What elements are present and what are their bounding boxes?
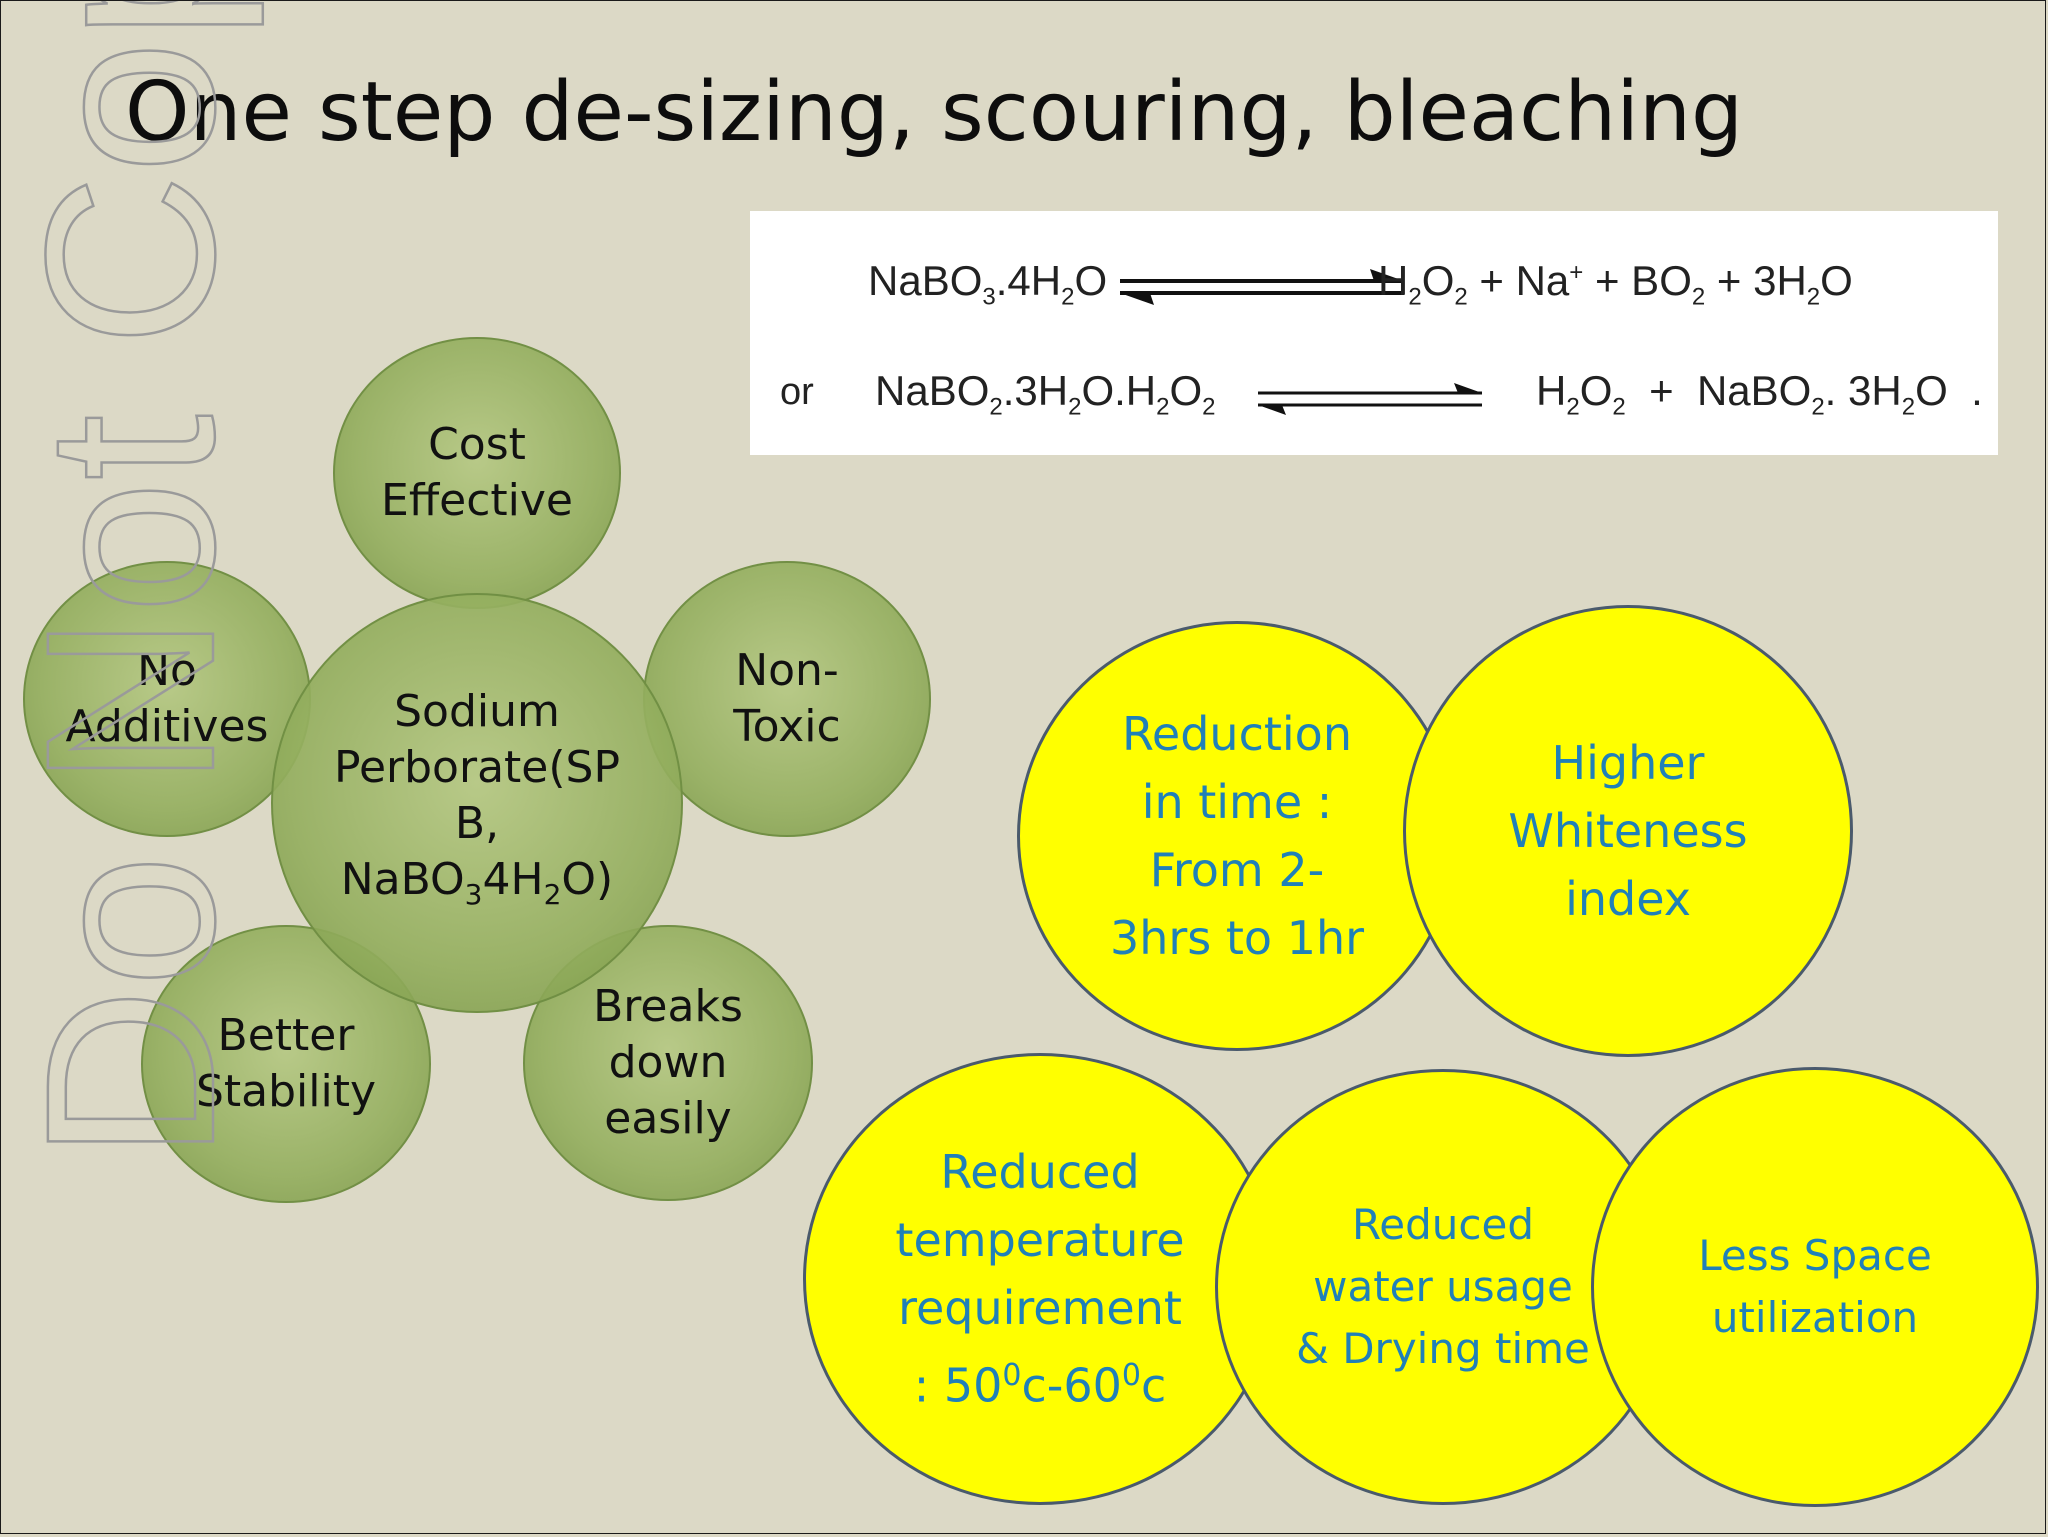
property-center-sodium-perborate: Sodium Perborate(SP B, NaBO34H2O) xyxy=(271,593,683,1013)
property-breaks-down-easily: Breaks down easily xyxy=(523,925,813,1201)
slide-title: One step de-sizing, scouring, bleaching xyxy=(125,65,1744,160)
benefit-reduction-in-time: Reduction in time : From 2- 3hrs to 1hr xyxy=(1017,621,1457,1051)
benefit-higher-whiteness-index: Higher Whiteness index xyxy=(1403,605,1853,1057)
property-non-toxic: Non- Toxic xyxy=(643,561,931,837)
property-cost-effective: Cost Effective xyxy=(333,337,621,609)
benefit-reduced-temperature: Reduced temperature requirement : 500c-6… xyxy=(803,1053,1277,1505)
equation-1-right: H2O2 + Na+ + BO2 + 3H2O xyxy=(1378,257,1853,311)
property-no-additives: No Additives xyxy=(23,561,311,837)
equation-1-left: NaBO3.4H2O xyxy=(868,257,1108,311)
equation-box: NaBO3.4H2O H2O2 + Na+ + BO2 + 3H2O or Na… xyxy=(750,211,1998,455)
equation-2-left: NaBO2.3H2O.H2O2 xyxy=(875,367,1216,421)
equilibrium-arrow-2 xyxy=(1258,383,1482,415)
equation-2-prefix: or xyxy=(780,371,814,413)
equation-2-right: H2O2 + NaBO2. 3H2O . xyxy=(1536,367,1983,421)
benefit-less-space-utilization: Less Space utilization xyxy=(1591,1067,2039,1507)
equilibrium-arrow-1 xyxy=(1120,269,1404,305)
benefit-reduced-water-usage: Reduced water usage & Drying time xyxy=(1215,1069,1671,1505)
